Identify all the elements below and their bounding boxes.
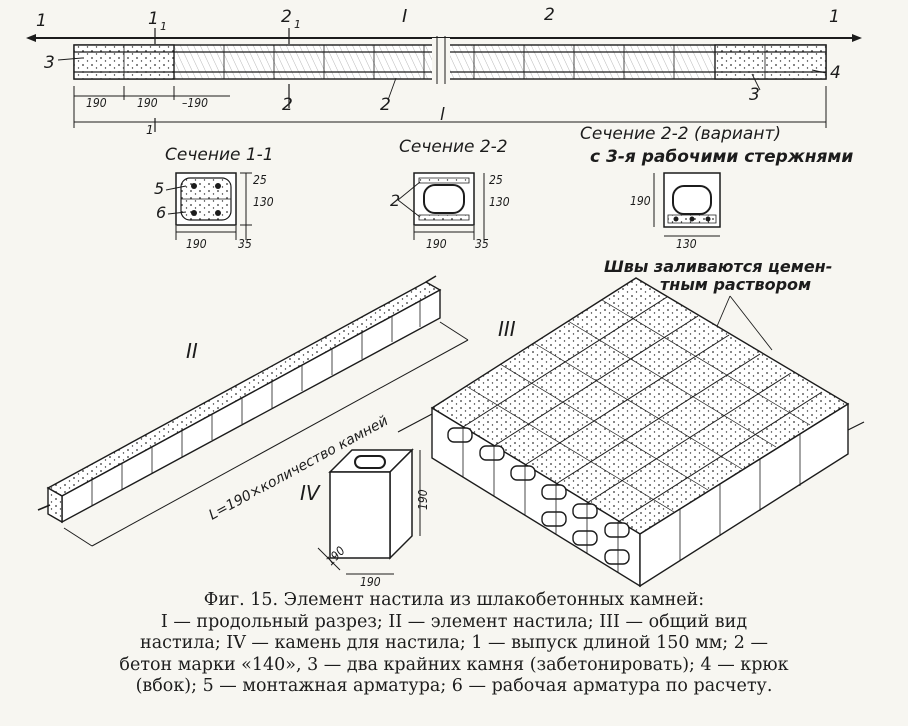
section-mark-1-1-top-sub: 1 — [160, 20, 167, 33]
callout-3-left: 3 — [44, 53, 55, 73]
dim-190-stone-width: 190 — [360, 575, 381, 589]
length-label: l — [440, 105, 445, 125]
callout-6: 6 — [156, 203, 166, 222]
caption-line-3: настила; IV — камень для настила; 1 — вы… — [140, 633, 768, 654]
section-2-2-title: Сечение 2-2 — [399, 137, 508, 157]
caption-line-1: Фиг. 15. Элемент настила из шлакобетонны… — [203, 590, 705, 610]
view-label-II: II — [186, 339, 198, 363]
dim-130-s22: 130 — [489, 195, 510, 209]
section-1-1 — [165, 172, 252, 240]
section-mark-2-2-top: 2 — [281, 7, 292, 27]
callout-2-section: 2 — [390, 191, 400, 210]
section-mark-1-1-bottom: 1 — [146, 123, 154, 137]
longitudinal-section — [26, 28, 862, 132]
callout-4: 4 — [830, 63, 841, 83]
view-label-III: III — [498, 317, 516, 341]
section-1-1-title: Сечение 1-1 — [165, 145, 274, 165]
dim-35-s11: 35 — [238, 237, 252, 251]
dim-25-s22: 25 — [489, 173, 503, 187]
note-line-2: тным раствором — [660, 275, 811, 294]
note-line-1: Швы заливаются цемен- — [604, 257, 832, 276]
dim-190-variant: 190 — [630, 194, 651, 208]
dim-35-s22: 35 — [475, 237, 489, 251]
dim-25-s11: 25 — [253, 173, 267, 187]
section-2-2-variant-subtitle: с 3-я рабочими стержнями — [590, 147, 853, 167]
dim-190-1: 190 — [86, 96, 107, 110]
dim-130-variant: 130 — [676, 237, 697, 251]
section-2-2-variant — [653, 172, 721, 237]
stone-view — [317, 448, 421, 575]
section-mark-1-1-top: 1 — [148, 9, 159, 29]
section-2-2-variant-title: Сечение 2-2 (вариант) — [580, 124, 781, 144]
section-mark-2-2-top-sub: 1 — [294, 18, 301, 31]
view-label-I: I — [402, 6, 407, 27]
section-mark-2-2-bottom: 2 — [282, 95, 293, 115]
callout-1-right: 1 — [829, 7, 840, 27]
deck-assembly-view — [397, 277, 865, 588]
callout-5: 5 — [154, 179, 164, 198]
dim-130-s11: 130 — [253, 195, 274, 209]
deck-element-view — [37, 275, 469, 547]
callout-1-left: 1 — [36, 11, 47, 31]
caption-line-2: I — продольный разрез; II — элемент наст… — [160, 611, 748, 632]
view-label-IV: IV — [300, 481, 321, 505]
dim-190-s11: 190 — [186, 237, 207, 251]
caption-line-5: (вбок); 5 — монтажная арматура; 6 — рабо… — [135, 676, 773, 697]
callout-2-bottom: 2 — [380, 95, 391, 115]
figure-caption: Фиг. 15. Элемент настила из шлакобетонны… — [14, 590, 894, 698]
technical-drawing: 1 1 1 2 1 I 2 1 3 4 3 2 2 1 l 190 190 –1… — [26, 5, 865, 589]
dim-190-3: –190 — [182, 96, 208, 110]
callout-2-top: 2 — [544, 5, 555, 25]
dim-190-2: 190 — [137, 96, 158, 110]
dim-190-stone-height: 190 — [416, 489, 430, 510]
dim-190-s22: 190 — [426, 237, 447, 251]
caption-line-4: бетон марки «140», 3 — два крайних камня… — [119, 654, 789, 675]
section-2-2 — [397, 172, 485, 240]
callout-3-right: 3 — [749, 85, 760, 105]
